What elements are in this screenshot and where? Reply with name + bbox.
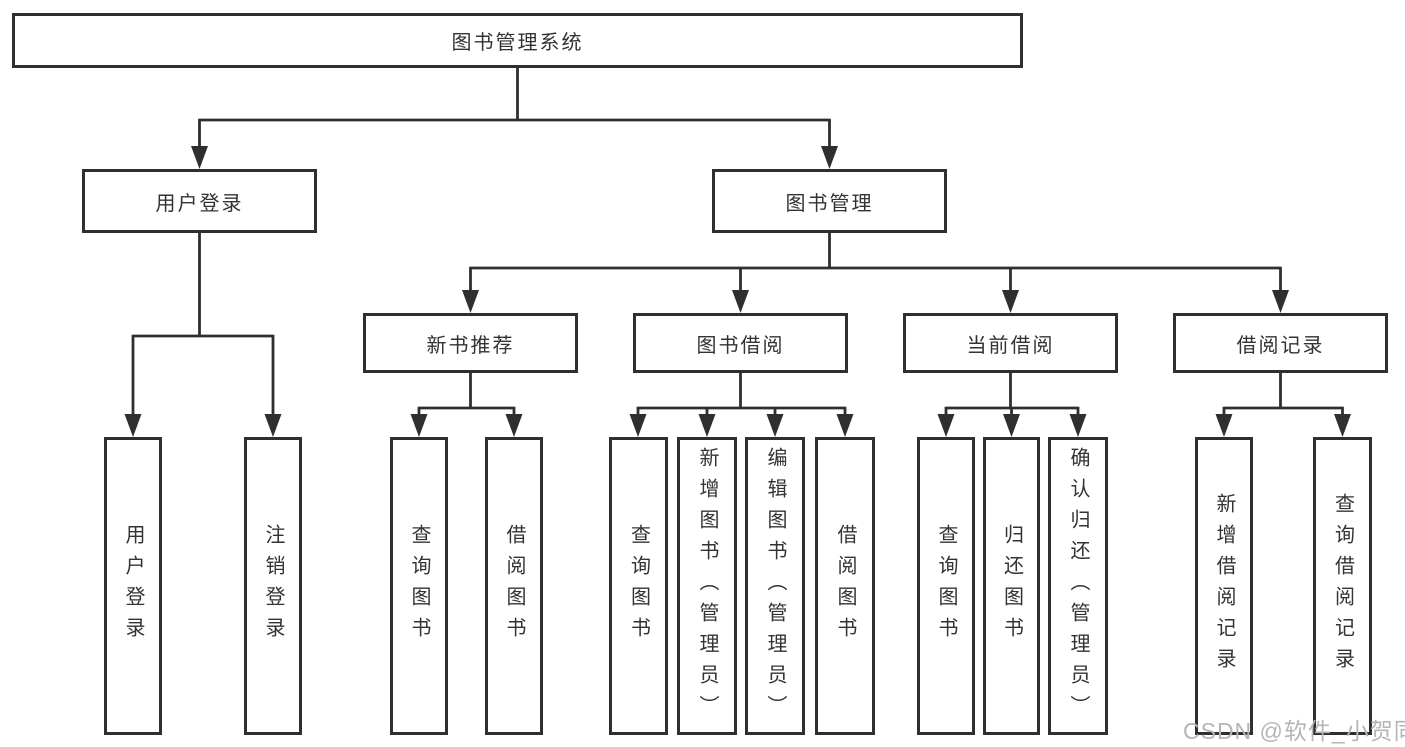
node-leaf-confirm-return-admin: 确认归还（管理员） [1048, 437, 1108, 735]
node-leaf-query-books-recommend: 查询图书 [390, 437, 448, 735]
node-leaf-borrow-books-recommend: 借阅图书 [485, 437, 543, 735]
node-leaf-borrow-books: 借阅图书 [815, 437, 875, 735]
node-leaf-add-books-admin: 新增图书（管理员） [677, 437, 737, 735]
node-leaf-user-login: 用户登录 [104, 437, 162, 735]
node-leaf-logout: 注销登录 [244, 437, 302, 735]
node-leaf-add-borrow-record: 新增借阅记录 [1195, 437, 1253, 735]
node-root-library-system: 图书管理系统 [12, 13, 1023, 68]
node-leaf-query-books-current: 查询图书 [917, 437, 975, 735]
arrowhead-icons [124, 146, 1351, 437]
node-book-management: 图书管理 [712, 169, 947, 233]
connector-lines [131, 66, 1344, 416]
node-current-borrowing: 当前借阅 [903, 313, 1118, 373]
node-leaf-query-borrow-record: 查询借阅记录 [1313, 437, 1372, 735]
node-leaf-query-books-borrow: 查询图书 [609, 437, 668, 735]
node-leaf-edit-books-admin: 编辑图书（管理员） [745, 437, 805, 735]
node-borrowing-records: 借阅记录 [1173, 313, 1388, 373]
node-leaf-return-books: 归还图书 [983, 437, 1040, 735]
node-new-book-recommend: 新书推荐 [363, 313, 578, 373]
node-book-borrowing: 图书借阅 [633, 313, 848, 373]
watermark: CSDN @软件_小贺同学 [1183, 718, 1405, 744]
node-user-login: 用户登录 [82, 169, 317, 233]
